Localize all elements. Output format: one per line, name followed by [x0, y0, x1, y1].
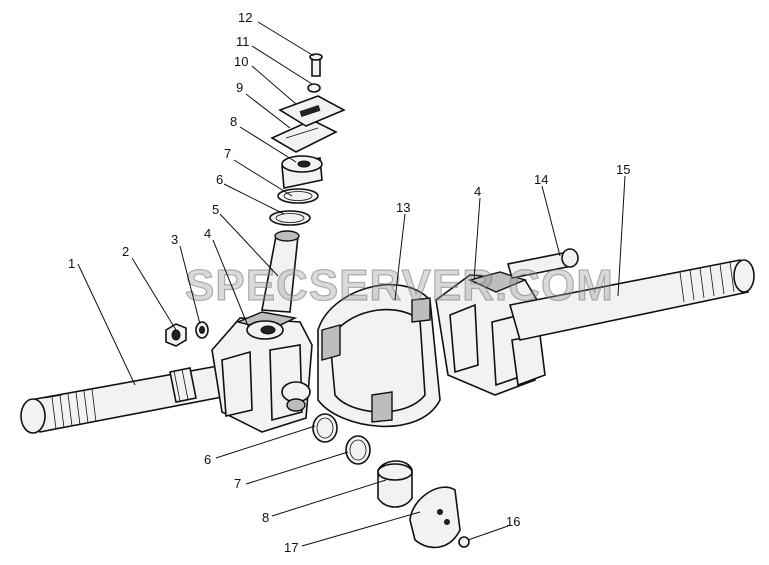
callout-4-left: 4: [204, 226, 211, 241]
callout-7-bottom: 7: [234, 476, 241, 491]
center-ring: [317, 283, 441, 428]
callout-17: 17: [284, 540, 298, 555]
callout-9: 9: [236, 80, 243, 95]
left-yoke-housing: [211, 311, 313, 433]
callout-4-right: 4: [474, 184, 481, 199]
pin-14: [506, 248, 579, 279]
leader-lines: [77, 21, 626, 547]
callout-7-top: 7: [224, 146, 231, 161]
callout-12: 12: [238, 10, 252, 25]
callout-11: 11: [236, 34, 250, 49]
callout-10: 10: [234, 54, 248, 69]
kingpin-assembly: [261, 53, 346, 313]
callout-2: 2: [122, 244, 129, 259]
right-splined-shaft: [508, 259, 755, 341]
callout-6-top: 6: [216, 172, 223, 187]
watermark-text: SPECSERVER.COM: [185, 261, 614, 310]
callout-6-bottom: 6: [204, 452, 211, 467]
lower-exploded-parts: [312, 413, 470, 549]
callout-5: 5: [212, 202, 219, 217]
nut-and-washer: [165, 321, 209, 347]
callout-13: 13: [396, 200, 410, 215]
callout-3: 3: [171, 232, 178, 247]
callout-labels: 1 2 3 4 4 5 6 6 7 7 8 8 9 10 11 12 13 14…: [68, 10, 630, 555]
callout-8-top: 8: [230, 114, 237, 129]
callout-8-bottom: 8: [262, 510, 269, 525]
left-splined-shaft: [20, 361, 249, 434]
callout-1: 1: [68, 256, 75, 271]
callout-16: 16: [506, 514, 520, 529]
callout-14: 14: [534, 172, 548, 187]
callout-15: 15: [616, 162, 630, 177]
